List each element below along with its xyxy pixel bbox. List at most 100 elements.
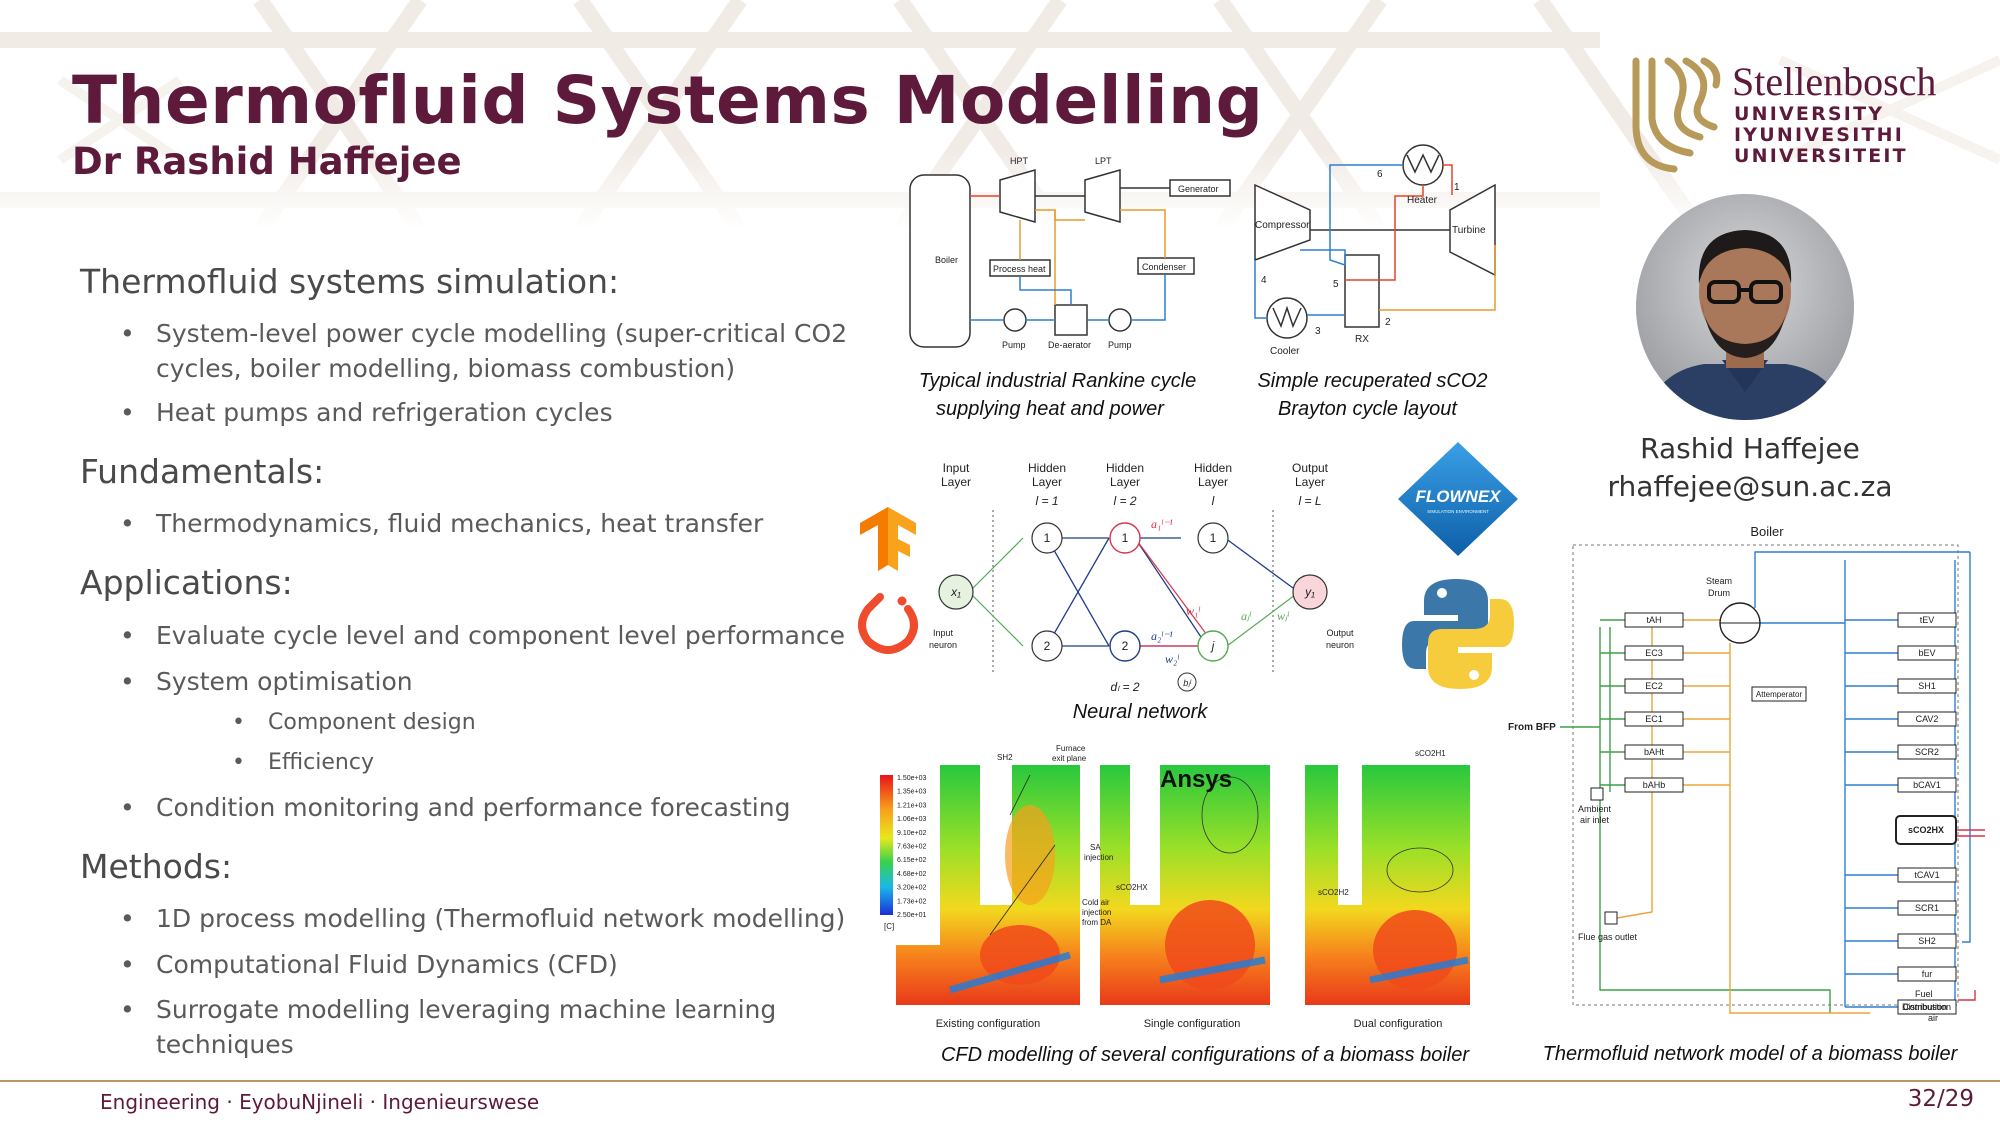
boiler-node-label: EC3 [1645,648,1663,658]
footer-faculty: Engineering · EyobuNjineli · Ingenieursw… [100,1090,540,1114]
cfd-legend-tick: 1.50e+03 [897,775,926,782]
flownex-subtitle: SIMULATION ENVIRONMENT [1427,509,1489,514]
boiler-node [1624,645,1684,661]
rankine-lpt-label: LPT [1095,156,1112,166]
bullet-meth-3: Surrogate modelling leveraging machine l… [120,992,796,1062]
nn-l2: l = 2 [1113,494,1136,508]
nn-y1: y₁ [1304,585,1315,599]
nn-l1: l = 1 [1035,494,1058,508]
cfd-panel-existing [896,765,1080,1005]
boiler-node [1897,645,1957,661]
boiler-node [1897,678,1957,694]
brayton-state-6: 6 [1377,169,1383,180]
boiler-title: Boiler [1750,524,1784,539]
steam-drum-label-1: Steam [1706,576,1732,586]
nn-hidden-l-a: Hidden [1194,461,1232,475]
flownex-wordmark: FLOWNEX [1416,487,1503,506]
nn-node-1c: 1 [1210,531,1217,545]
bullet-meth-1: 1D process modelling (Thermofluid networ… [120,901,845,936]
cfd-legend-bar [880,775,893,915]
nn-w2: w₂ˡ [1165,652,1180,666]
nn-output-neuron-2: neuron [1326,640,1354,650]
boiler-node-label: tCAV1 [1914,870,1939,880]
boiler-node [1895,815,1957,845]
attemperator-label: Attemperator [1756,690,1803,699]
boiler-node-label: SH1 [1918,681,1936,691]
logo-name: Stellenbosch [1732,59,1937,104]
nn-l: l [1212,494,1215,508]
brayton-state-2: 2 [1385,317,1391,328]
cfd-label-cold-2: injection [1082,908,1111,917]
cfd-panel-dual [1305,765,1470,1005]
brayton-rx-label: RX [1355,334,1369,345]
ambient-air-inlet-icon [1590,787,1604,801]
flue-gas-label: Flue gas outlet [1578,932,1638,942]
cfd-legend-tick: 9.10e+02 [897,830,926,837]
nn-output-layer-2: Layer [1295,475,1325,489]
nn-aj: aⱼˡ [1241,609,1252,623]
boiler-node [1624,711,1684,727]
nn-node-2b: 2 [1122,639,1129,653]
boiler-node [1897,999,1957,1015]
nn-hidden-2-b: Layer [1110,475,1140,489]
boiler-node [1897,900,1957,916]
distribution-label-1: Distribution [1902,1002,1947,1012]
bullet-fund-1: Thermodynamics, fluid mechanics, heat tr… [120,506,763,541]
nn-input-layer-1: Input [943,461,970,475]
nn-a1: a₁ˡ⁻¹ [1151,517,1173,531]
nn-wj: wⱼˡ [1277,609,1290,623]
nn-hidden-l-b: Layer [1198,475,1228,489]
boiler-node-label: fur [1922,969,1933,979]
nn-input-neuron-2: neuron [929,640,957,650]
cfd-label-furnace-2: exit plane [1052,754,1087,763]
boiler-node-label: tEV [1920,615,1935,625]
from-bfp-label: From BFP [1508,722,1556,733]
fuel-label: Fuel [1915,989,1933,999]
cfd-label-cold-1: Cold air [1082,898,1110,907]
cfd-legend-tick: 6.15e+02 [897,857,926,864]
boiler-node-label: SH2 [1918,936,1936,946]
boiler-node [1624,777,1684,793]
cfd-panel-label-single: Single configuration [1144,1018,1241,1030]
rankine-process-heat-label: Process heat [993,264,1046,274]
cfd-contours-figure: 1.50e+031.35e+031.21e+031.06e+039.10e+02… [880,745,1470,1030]
nn-x1: x₁ [950,585,961,599]
cfd-legend-tick: 4.68e+02 [897,871,926,878]
rankine-deaerator-label: De-aerator [1048,340,1091,350]
logo-line-3: UNIVERSITEIT [1734,145,1908,167]
brayton-cycle-diagram: Heater Compressor Turbine Cooler RX 1 2 … [1254,144,1496,357]
neural-network-caption: Neural network [1072,701,1208,723]
nn-bj: bⱼˡ [1183,678,1192,688]
cfd-label-sco2h1: sCO2H1 [1415,749,1446,758]
rankine-boiler-label: Boiler [935,255,958,265]
cfd-legend-tick: 1.35e+03 [897,789,926,796]
distribution-label-2: air [1928,1013,1938,1023]
nn-node-1b: 1 [1122,531,1129,545]
section-heading-fundamentals: Fundamentals: [80,452,325,491]
university-logo-mark-icon [1632,57,1721,173]
nn-hidden-1-a: Hidden [1028,461,1066,475]
profile-name: Rashid Haffejee [1640,432,1860,465]
nn-input-neuron-1: Input [933,628,954,638]
bullet-sim-1: System-level power cycle modelling (supe… [120,316,856,386]
profile-email[interactable]: rhaffejee@sun.ac.za [1607,470,1893,503]
cfd-label-cold-3: from DA [1082,918,1112,927]
cfd-caption: CFD modelling of several configurations … [940,1044,1470,1066]
neural-network-diagram: Input Layer Hidden Layer Hidden Layer Hi… [929,461,1354,694]
flownex-logo-icon: FLOWNEX SIMULATION ENVIRONMENT [1398,442,1518,556]
rankine-caption-1: Typical industrial Rankine cycle [918,370,1197,392]
rankine-pump1-label: Pump [1002,340,1026,350]
rankine-generator-label: Generator [1178,184,1219,194]
tensorflow-icon [860,507,916,571]
cfd-legend-tick: 1.06e+03 [897,816,926,823]
ambient-label-1: Ambient [1578,804,1612,814]
ambient-label-2: air inlet [1580,815,1610,825]
brayton-cooler-label: Cooler [1270,346,1300,357]
bullet-app-2b: Efficiency [232,750,374,775]
cfd-panel-label-dual: Dual configuration [1354,1018,1443,1030]
cfd-label-sa-2: injection [1084,853,1113,862]
pytorch-icon [858,593,918,654]
rankine-hpt-label: HPT [1010,156,1029,166]
brayton-state-1: 1 [1454,182,1460,193]
bullet-app-1: Evaluate cycle level and component level… [120,618,845,653]
